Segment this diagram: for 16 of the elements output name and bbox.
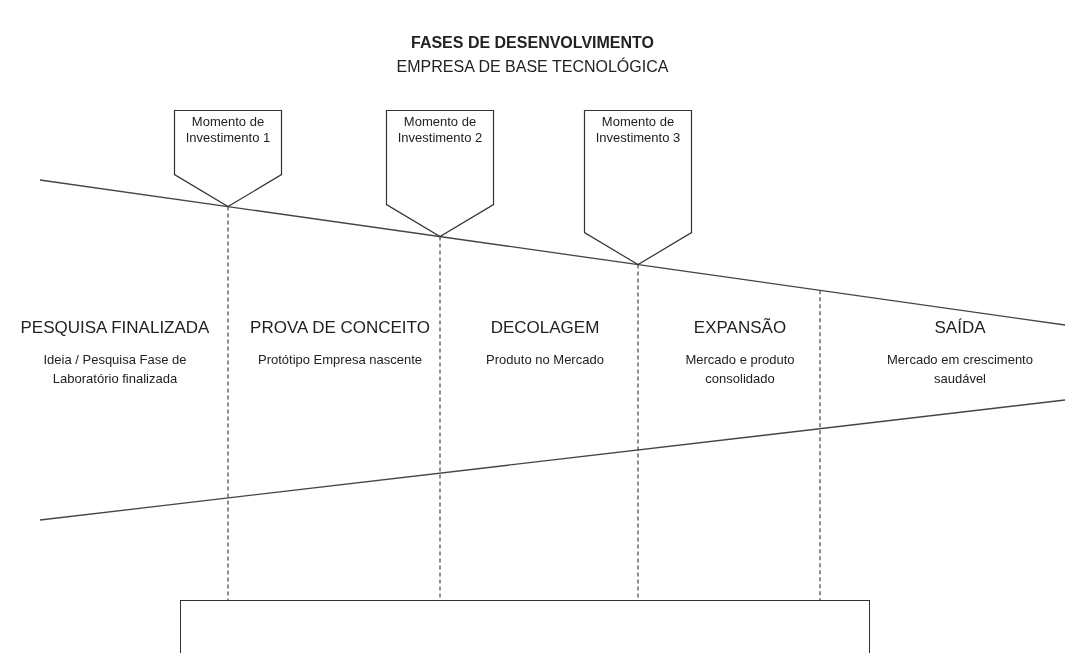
phase-description: Mercado em crescimento saudável bbox=[886, 351, 1034, 388]
marker-label: Momento de Investimento 1 bbox=[184, 114, 272, 146]
phase-description: Protótipo Empresa nascente bbox=[257, 351, 422, 369]
marker-label: Momento de Investimento 2 bbox=[396, 114, 484, 146]
dashed-connector bbox=[819, 289, 821, 601]
phase-heading: PESQUISA FINALIZADA bbox=[18, 318, 212, 338]
diagram-subtitle: EMPRESA DE BASE TECNOLÓGICA bbox=[395, 58, 670, 76]
dashed-connector bbox=[227, 206, 229, 601]
phase-description: Produto no Mercado bbox=[486, 351, 604, 369]
dashed-connector bbox=[637, 264, 639, 601]
phase-description: Ideia / Pesquisa Fase de Laboratório finalizada bbox=[42, 351, 188, 388]
marker-label: Momento de Investimento 3 bbox=[594, 114, 682, 146]
focus-box bbox=[180, 600, 870, 653]
diagram-title: FASES DE DESENVOLVIMENTO bbox=[410, 34, 655, 52]
dashed-connector bbox=[439, 236, 441, 601]
phase-description: Mercado e produto consolidado bbox=[684, 351, 796, 388]
